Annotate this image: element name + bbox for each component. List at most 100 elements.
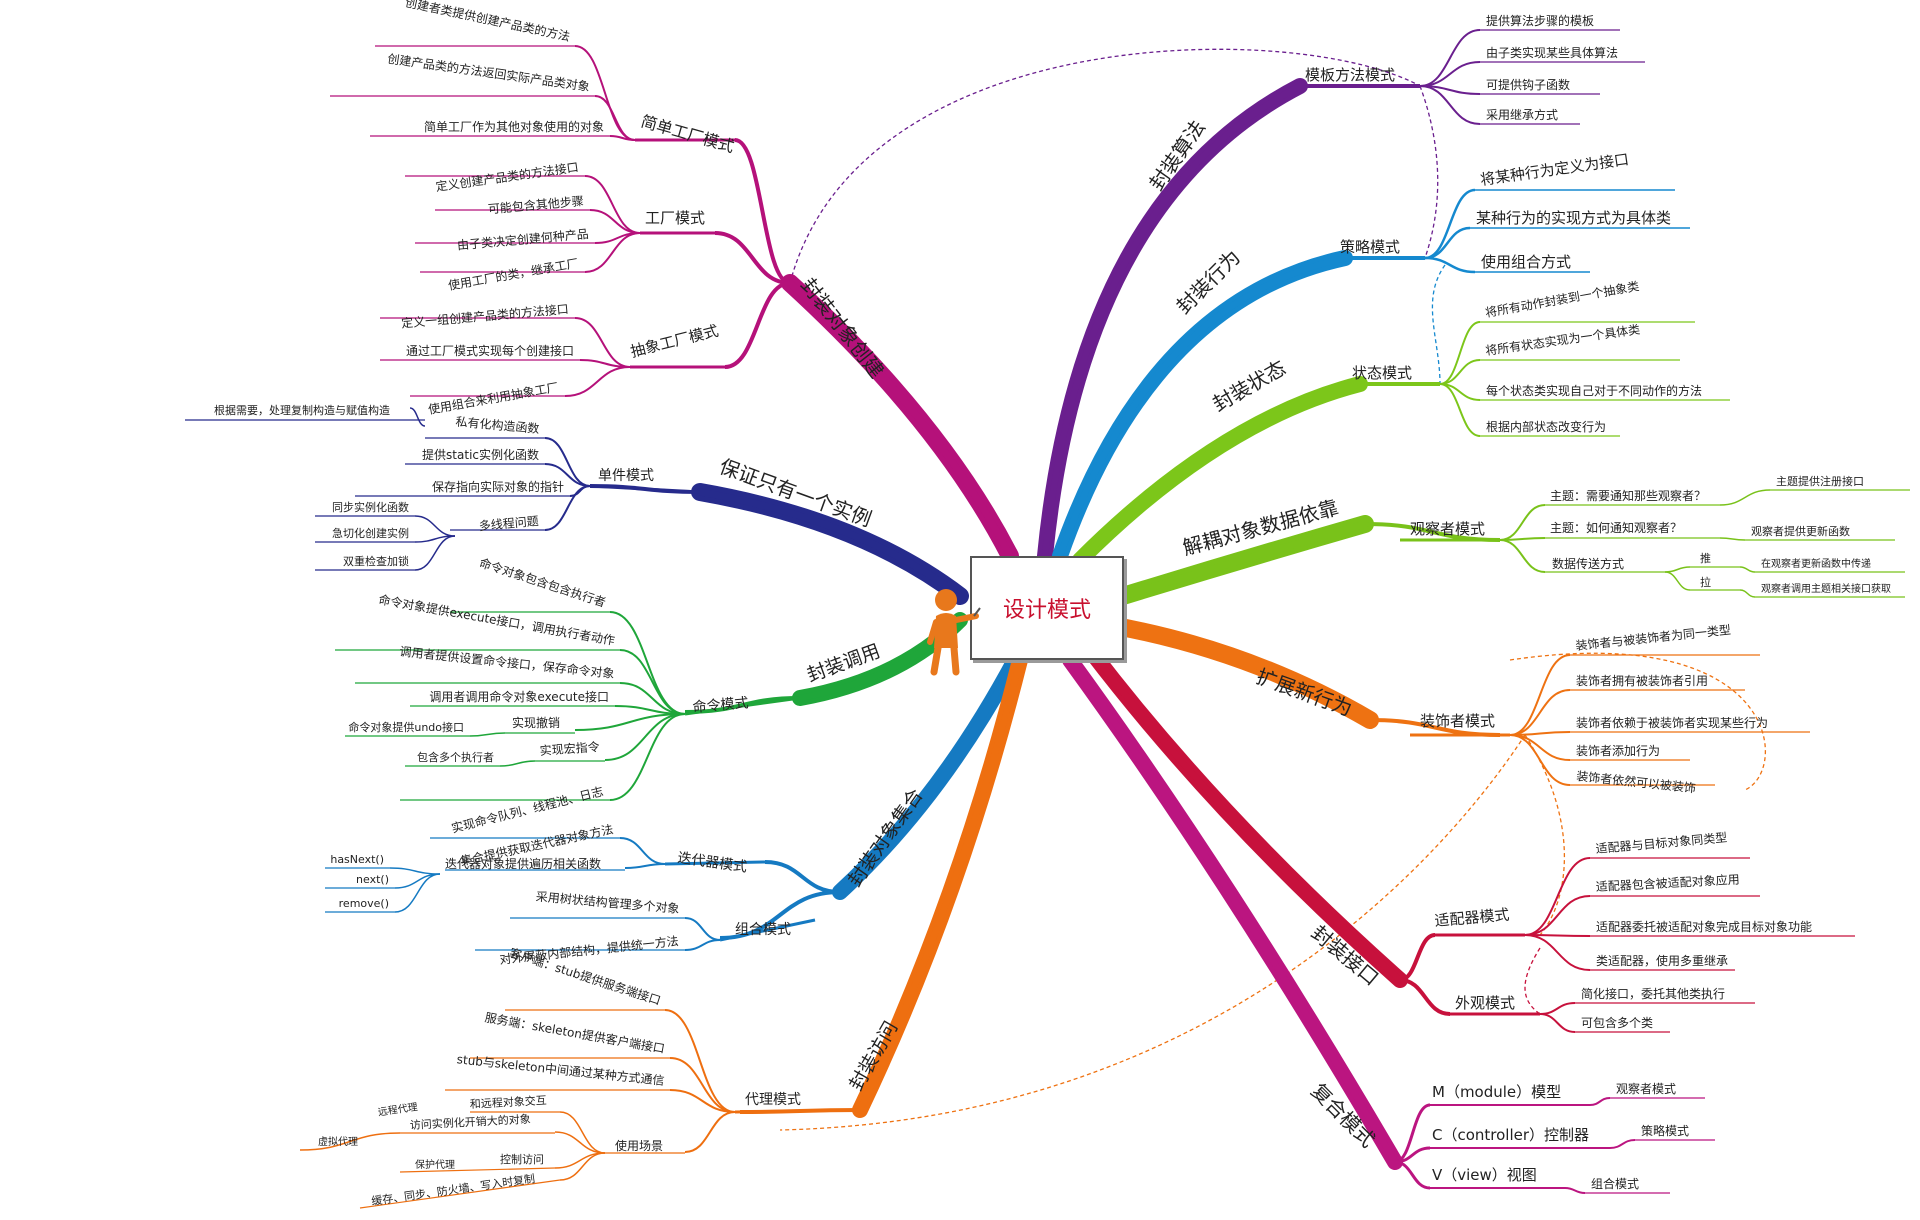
link-factory: [714, 231, 791, 285]
undefined: [1664, 566, 1691, 573]
main-branches: [691, 78, 1408, 1170]
leaf-node: 创建产品类的方法返回实际产品类对象: [387, 51, 591, 94]
node-iterator: 迭代器模式: [676, 850, 748, 876]
undefined: [299, 1132, 401, 1151]
leaf-node: 在观察者更新函数中传递: [1761, 557, 1871, 570]
leaf-node: 多线程问题: [478, 513, 539, 533]
sub-branches: [185, 29, 1910, 1209]
node-observer: 观察者模式: [1410, 520, 1485, 538]
undefined: [584, 175, 641, 234]
leaf-node: 观察者调用主题相关接口获取: [1761, 582, 1891, 595]
central-topic[interactable]: 设计模式: [970, 556, 1124, 660]
node-abstract-factory: 抽象工厂模式: [629, 322, 721, 361]
leaf-node: 适配器与目标对象同类型: [1595, 831, 1728, 856]
undefined: [1439, 321, 1481, 385]
leaf-copy-ctor: 根据需要，处理复制构造与赋值构造: [214, 403, 390, 417]
leaf-node: 同步实例化函数: [332, 500, 409, 514]
undefined: [624, 863, 666, 869]
leaf-node: 装饰者拥有被装饰者引用: [1576, 674, 1708, 688]
undefined: [1509, 654, 1571, 736]
undefined: [544, 437, 591, 487]
undefined: [1719, 489, 1771, 506]
undefined: [414, 535, 456, 571]
leaf-hasnext: hasNext(): [330, 853, 384, 866]
undefined: [1719, 537, 1746, 541]
undefined: [669, 1057, 736, 1113]
leaf-virtual-expensive: 访问实例化开销大的对象: [409, 1112, 531, 1132]
undefined: [619, 837, 666, 865]
presenter-figure-icon: [927, 589, 981, 676]
leaf-node: 可提供钩子函数: [1486, 77, 1570, 92]
leaf-node: 装饰者依赖于被装饰者实现某些行为: [1576, 715, 1768, 730]
leaf-stub-skeleton: stub与skeleton中间通过某种方式通信: [456, 1051, 665, 1088]
undefined: [569, 485, 591, 497]
leaf-static: 提供static实例化函数: [422, 447, 539, 462]
leaf-virtual-proxy: 虚拟代理: [318, 1135, 358, 1148]
leaf-node: 采用继承方式: [1486, 107, 1558, 122]
undefined: [669, 1089, 736, 1113]
undefined: [564, 366, 631, 397]
leaf-access-control: 控制访问: [500, 1152, 544, 1166]
node-controller: C（controller）控制器: [1432, 1126, 1589, 1144]
undefined: [1664, 571, 1691, 591]
undefined: [1509, 734, 1571, 786]
undefined: [604, 713, 686, 761]
undefined: [1509, 734, 1571, 761]
undefined: [469, 732, 506, 737]
leaf-node: 观察者模式: [1616, 1082, 1676, 1096]
undefined: [1499, 539, 1546, 573]
undefined: [409, 407, 426, 427]
undefined: [544, 485, 591, 531]
node-strategy: 策略模式: [1340, 238, 1400, 256]
leaf-node: 由子类实现某些具体算法: [1486, 45, 1618, 60]
leaf-node: 由子类决定创建何种产品: [456, 226, 589, 252]
undefined: [664, 1009, 736, 1113]
undefined: [1564, 1187, 1586, 1194]
undefined: [1419, 85, 1481, 125]
undefined: [554, 1152, 606, 1169]
node-template: 模板方法模式: [1305, 66, 1395, 84]
leaf-iter-traverse: 迭代器对象提供遍历相关函数: [445, 856, 601, 871]
leaf-node: 简化接口，委托其他类执行: [1581, 986, 1725, 1001]
leaf-skeleton: 服务端：skeleton提供客户端接口: [484, 1009, 666, 1055]
node-singleton: 单件模式: [598, 468, 654, 484]
undefined: [1524, 934, 1591, 971]
undefined: [394, 873, 441, 913]
leaf-node: 定义创建产品类的方法接口: [435, 159, 580, 194]
node-adapter: 适配器模式: [1434, 906, 1510, 930]
leaf-node: 装饰者依然可以被装饰: [1576, 768, 1697, 795]
link-abstract-factory: [724, 281, 791, 369]
undefined: [584, 232, 641, 273]
leaf-node: 保存指向实际对象的指针: [432, 479, 564, 494]
undefined: [1439, 383, 1481, 437]
undefined: [1589, 1097, 1611, 1106]
leaf-node: 将某种行为定义为接口: [1479, 150, 1630, 189]
leaf-node: 私有化构造函数: [455, 414, 540, 436]
undefined: [1419, 29, 1481, 87]
leaf-pull: 拉: [1700, 575, 1711, 589]
undefined: [1539, 1002, 1576, 1015]
undefined: [1439, 359, 1481, 385]
undefined: [574, 317, 631, 368]
leaf-node: 将所有状态实现为一个具体类: [1484, 321, 1641, 358]
undefined: [1394, 1160, 1431, 1190]
leaf-remote-interact: 和远程对象交互: [469, 1093, 547, 1111]
leaf-node: 将所有动作封装到一个抽象类: [1484, 279, 1640, 320]
undefined: [499, 760, 536, 767]
leaf-cache: 缓存、同步、防火墙、写入时复制: [370, 1171, 535, 1208]
link-simple-factory: [734, 138, 791, 285]
node-command: 命令模式: [692, 694, 749, 716]
node-state: 状态模式: [1352, 364, 1412, 382]
leaf-node: 命令对象包含包含执行者: [478, 555, 608, 610]
leaf-node: 根据内部状态改变行为: [1486, 419, 1606, 434]
leaf-node: 观察者提供更新函数: [1751, 524, 1850, 538]
central-topic-title: 设计模式: [1002, 598, 1091, 623]
node-composite: 组合模式: [735, 922, 791, 938]
undefined: [684, 917, 721, 941]
node-macro: 实现宏指令: [539, 739, 600, 758]
leaf-node: 主题提供注册接口: [1776, 474, 1864, 488]
leaf-node: 包含多个执行者: [417, 750, 494, 764]
undefined: [1399, 933, 1436, 982]
leaf-node: 使用组合来利用抽象工厂: [427, 379, 560, 417]
undefined: [1524, 857, 1591, 936]
